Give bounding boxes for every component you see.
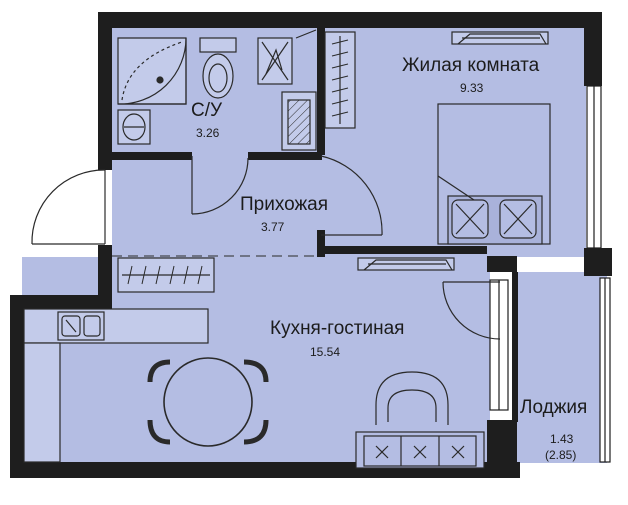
room-area-loggia-total: (2.85) [545, 448, 577, 462]
pillow-icon [451, 199, 489, 239]
wall-right-mid [584, 248, 612, 276]
boiler-icon [281, 29, 317, 151]
pillow-icon [499, 199, 537, 239]
walls [10, 12, 612, 478]
room-name-living-room: Жилая комната [402, 55, 540, 76]
room-name-hallway: Прихожая [240, 194, 329, 215]
wall-left-lower [10, 295, 24, 477]
kitchen-counter [23, 308, 209, 463]
wall-top [98, 12, 602, 28]
room-area-loggia: 1.43 [550, 432, 574, 446]
wall-bath-living [317, 27, 325, 155]
room-area-living-room: 9.33 [460, 81, 484, 95]
wall-hall-living [317, 230, 325, 257]
entrance-door [31, 169, 112, 245]
floor-hallway [110, 155, 322, 257]
radiator-icon [451, 31, 549, 45]
wall-left-step [10, 295, 112, 309]
wardrobe-icon [117, 257, 215, 293]
sofa-icon [355, 431, 485, 469]
bathroom-door [191, 156, 249, 215]
wall-left-upper [98, 12, 112, 170]
sink-icon [117, 109, 151, 145]
dining-table-icon [163, 357, 253, 447]
door-swing-icon [320, 155, 383, 236]
floor-loggia [515, 272, 607, 463]
loggia-door [442, 281, 501, 340]
wall-bath-hall-right [248, 152, 322, 160]
room-area-hallway: 3.77 [261, 220, 285, 234]
chair-icon [243, 359, 269, 383]
dining-set [147, 357, 269, 447]
armchair-icon [375, 371, 449, 425]
chair-icon [243, 419, 269, 445]
windows [489, 85, 611, 463]
room-area-bathroom: 3.26 [196, 126, 220, 140]
washer-icon [257, 37, 293, 85]
wall-loggia-left-v [512, 272, 518, 422]
bed-icon [437, 103, 551, 245]
room-name-loggia: Лоджия [520, 397, 588, 418]
wall-loggia-left [487, 256, 517, 272]
room-area-kitchen-living: 15.54 [310, 345, 341, 359]
wall-left-mid [98, 245, 112, 297]
kitchen-sink-icon [57, 311, 105, 341]
wall-loggia-bottom [487, 420, 517, 478]
wall-living-kitchen [322, 246, 487, 254]
door-swing-icon [191, 157, 249, 215]
bathroom-fixtures [117, 29, 317, 151]
room-name-bathroom: С/У [191, 100, 223, 121]
chair-icon [147, 419, 171, 445]
door-swing-icon [31, 169, 106, 245]
radiator-icon [357, 257, 455, 271]
toilet-icon [199, 37, 237, 99]
chair-icon [147, 359, 171, 383]
wardrobe-icon [324, 31, 356, 129]
wall-right-upper [584, 12, 602, 86]
door-swing-icon [442, 281, 501, 340]
living-room-door [320, 155, 383, 236]
shower-icon [117, 37, 187, 105]
wall-bath-hall [110, 152, 192, 160]
room-name-kitchen-living: Кухня-гостиная [270, 318, 405, 339]
